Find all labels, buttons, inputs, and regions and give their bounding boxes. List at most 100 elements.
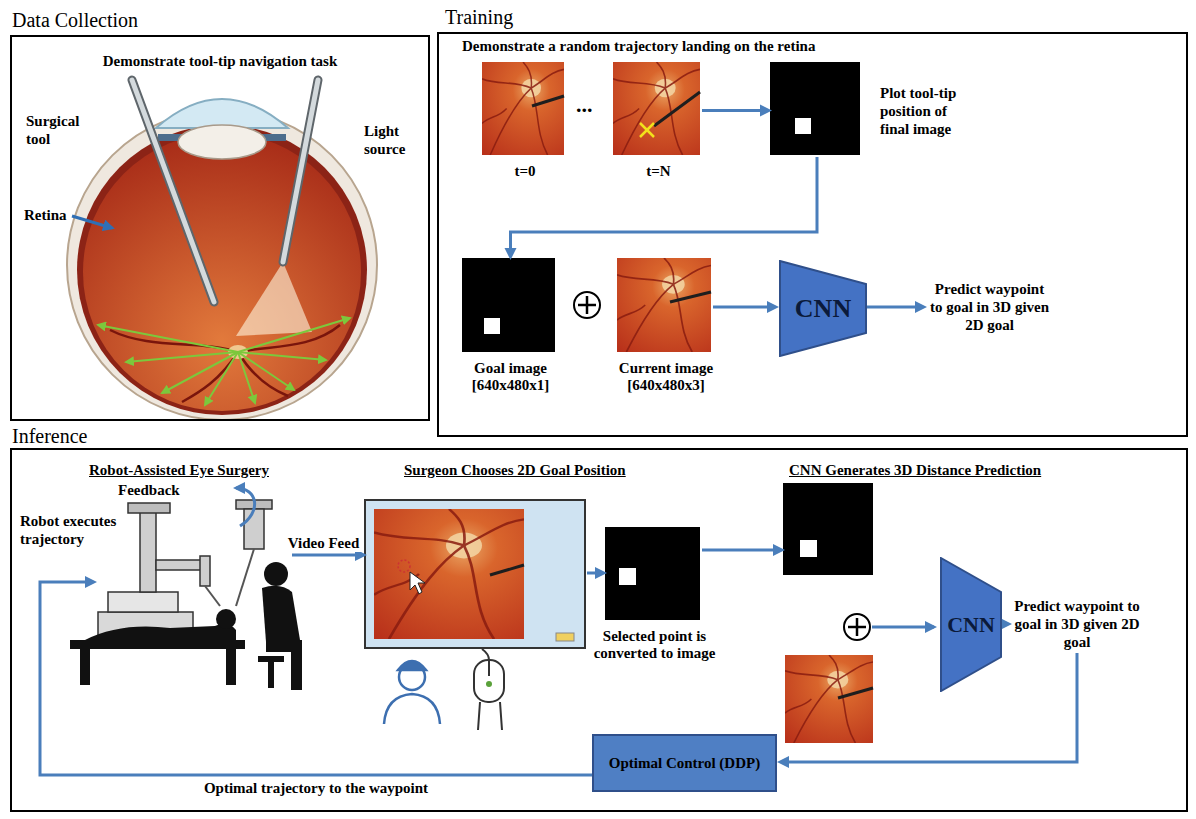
eye-illustration-part <box>83 133 361 411</box>
connector-arrow <box>702 549 776 552</box>
robot-illustration-part <box>70 640 245 649</box>
side-caption: Plot tool-tip position of final image <box>880 84 975 138</box>
robot-illustration-part <box>80 649 90 685</box>
section-heading: Surgeon Chooses 2D Goal Position <box>404 462 626 479</box>
surgeon-icon-part <box>398 661 426 670</box>
robot-illustration-part <box>236 488 255 526</box>
monitor-illustration-part <box>490 565 524 575</box>
eye-illustration-part <box>67 110 377 420</box>
robot-area: Robot-Assisted Eye Surgery <box>97 482 292 692</box>
trapezoid-outline <box>780 261 866 356</box>
arrow-head <box>773 544 785 556</box>
mouse-icon-part <box>486 681 492 687</box>
output-text-line: Predict waypoint to goal in 3D given 2D … <box>927 280 1052 334</box>
output-text: Predict waypoint to goal in 3D given 2D … <box>927 280 1052 334</box>
monitor-illustration-part <box>556 633 574 641</box>
eye-illustration-part <box>98 318 350 405</box>
monitor-illustration-part <box>365 500 585 648</box>
image-frame: Plot tool-tip position of final image <box>772 64 862 157</box>
robot-illustration-part <box>262 586 300 642</box>
connector-arrow <box>786 653 1077 762</box>
robot-illustration-part <box>140 510 156 592</box>
eye-illustration-part <box>110 325 340 402</box>
training-images-part <box>586 296 589 314</box>
box-text: Optimal Control (DDP) <box>603 752 766 774</box>
eye-illustration-part-part <box>238 352 326 360</box>
inference-images-part <box>783 483 873 575</box>
robot-illustration-part <box>268 662 274 688</box>
inference-images-part <box>619 568 636 585</box>
inference-images-part <box>856 618 859 636</box>
eye-illustration-part-part <box>205 352 238 405</box>
eye-illustration-part-part <box>238 318 350 352</box>
surgeon-icon <box>384 661 440 724</box>
robot-illustration-part <box>128 503 170 513</box>
training-images-part <box>670 292 711 302</box>
eye-illustration-part <box>77 125 367 415</box>
annotation-label: Retina <box>22 206 69 224</box>
image-frame: t=N <box>615 64 702 157</box>
arrow-head <box>85 576 97 588</box>
edge-label: Optimal trajectory to the waypoint <box>201 780 431 797</box>
eye-illustration-part-part <box>162 352 238 393</box>
image-frame: CNN Generates 3D Distance Prediction <box>785 485 875 577</box>
training-images-part <box>654 92 700 126</box>
connector-arrow <box>511 157 818 251</box>
eye-illustration-part <box>178 125 266 159</box>
image-frame: Goal image [640x480x1] <box>464 260 557 354</box>
training-images-part <box>574 292 600 318</box>
robot-illustration-part <box>108 592 178 612</box>
monitor-illustration-part <box>410 572 425 594</box>
inference-images-part <box>605 527 700 620</box>
eye-illustration-part <box>72 216 112 228</box>
mouse-icon-part <box>474 660 504 702</box>
connector-arrow <box>702 109 763 112</box>
image-caption: t=0 <box>459 163 591 180</box>
arrow-head <box>505 248 517 260</box>
inference-images-part <box>785 655 873 743</box>
robot-illustration-part <box>205 586 220 606</box>
panel-title: Data Collection <box>12 9 138 32</box>
annotation-label: Demonstrate tool-tip navigation task <box>10 52 430 70</box>
image-caption: Selected point is converted to image <box>582 628 727 663</box>
mouse-icon-part <box>482 649 489 660</box>
robot-illustration-part <box>226 649 236 685</box>
image-caption: t=N <box>590 163 727 180</box>
image-caption: Current image [640x480x3] <box>594 360 738 395</box>
robot-illustration-part <box>244 509 264 549</box>
inference-images-part <box>872 626 934 629</box>
annotation-label: ... <box>576 92 593 118</box>
arrow-head <box>777 756 789 768</box>
training-images-part <box>617 258 711 352</box>
robot-illustration-part <box>266 640 302 690</box>
image-caption: Goal image [640x480x1] <box>439 360 582 395</box>
inference-images-part <box>800 540 817 557</box>
eye-illustration-part <box>132 80 214 302</box>
cnn-label: CNN <box>779 260 867 357</box>
training-images-part <box>640 123 654 137</box>
eye-illustration-part <box>283 80 318 262</box>
edge-label: Video Feed <box>285 535 363 552</box>
eye-illustration-part <box>236 262 312 336</box>
monitor-illustration <box>365 500 585 648</box>
robot-illustration-part <box>236 549 254 606</box>
image-frame: Current image [640x480x3] <box>619 260 713 354</box>
eye-illustration-part-part <box>98 325 238 352</box>
inference-images <box>605 483 934 743</box>
trapezoid-outline <box>941 558 1001 691</box>
image-frame: Selected point is converted to image <box>607 529 702 622</box>
annotation-label: Feedback <box>118 481 180 499</box>
training-images-part <box>613 62 700 155</box>
panel: Data Collection <box>10 35 430 421</box>
output-text-line: Predict waypoint to goal in 3D given 2D … <box>1012 597 1142 651</box>
robot-illustration-part <box>156 560 206 570</box>
inference-images-part <box>838 688 873 698</box>
robot-illustration-part <box>264 562 288 586</box>
eye-illustration-part <box>283 80 318 262</box>
mouse-icon <box>474 649 504 730</box>
cnn-trapezoid: CNN <box>779 260 867 357</box>
monitor-illustration-part <box>398 560 410 572</box>
